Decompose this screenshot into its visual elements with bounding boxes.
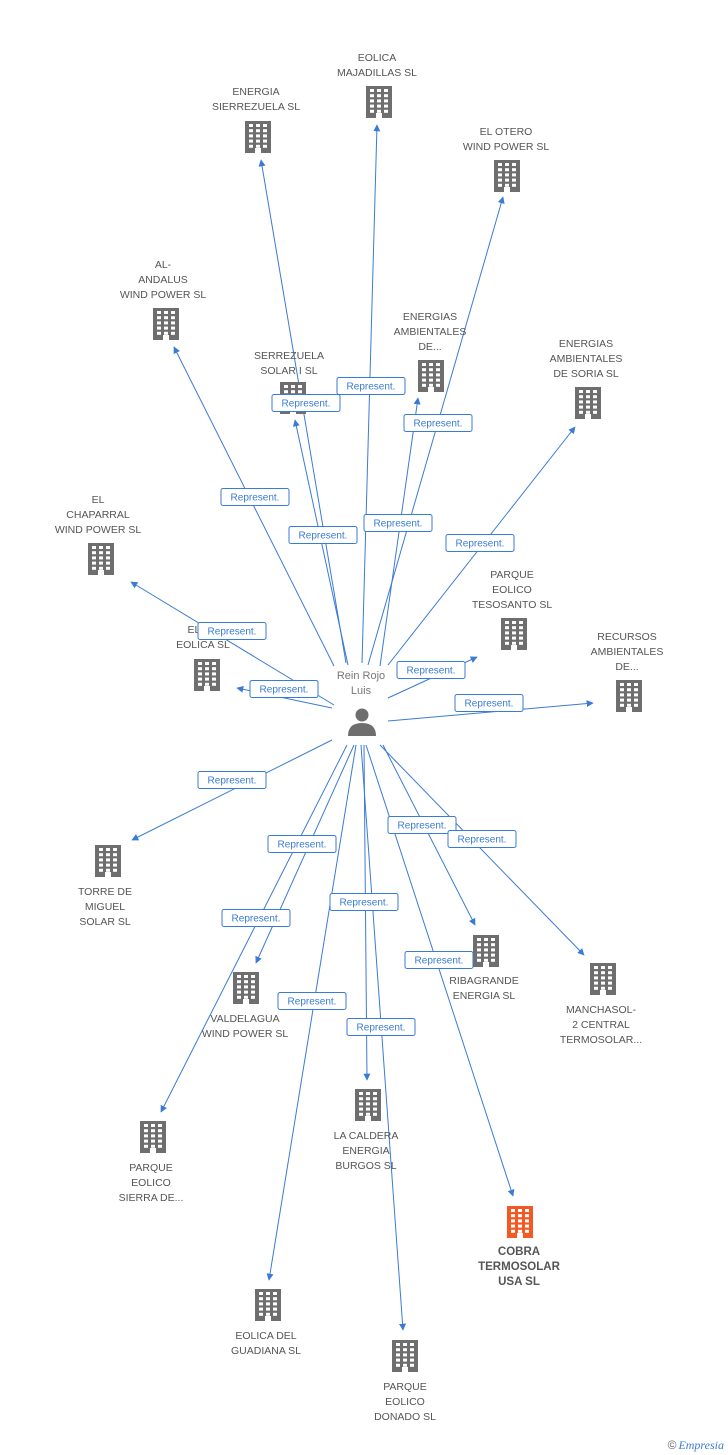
svg-text:Represent.: Represent. [278,840,327,851]
edge-torre-de-miguel [131,739,333,841]
building-icon[interactable] [473,935,499,967]
building-icon[interactable] [507,1206,533,1238]
svg-text:Represent.: Represent. [414,419,463,430]
building-icon[interactable] [590,963,616,995]
building-icon[interactable] [153,308,179,340]
building-icon[interactable] [255,1289,281,1321]
svg-text:Represent.: Represent. [232,914,281,925]
svg-text:Represent.: Represent. [282,399,331,410]
edge-label-energia-sierrezuela[interactable]: Represent. [271,394,341,412]
building-icon[interactable] [366,86,392,118]
edge-label-ribagrande[interactable]: Represent. [387,816,457,834]
person-icon [348,708,376,736]
svg-text:Represent.: Represent. [357,1023,406,1034]
building-icon[interactable] [616,680,642,712]
edge-label-torre-de-miguel[interactable]: Represent. [197,771,267,789]
building-icon[interactable] [575,387,601,419]
edge-label-al-andalus[interactable]: Represent. [220,488,290,506]
edge-label-valdelagua[interactable]: Represent. [221,909,291,927]
edge-label-energias-ambientales-de[interactable]: Represent. [363,514,433,532]
edge-valdelagua [255,744,355,964]
svg-text:Represent.: Represent. [398,821,447,832]
svg-text:Represent.: Represent. [465,699,514,710]
svg-text:Represent.: Represent. [231,493,280,504]
edge-label-la-caldera[interactable]: Represent. [346,1018,416,1036]
svg-text:Represent.: Represent. [374,519,423,530]
svg-text:Represent.: Represent. [347,382,396,393]
edge-ribagrande [382,744,476,926]
svg-text:Represent.: Represent. [288,997,337,1008]
building-icon[interactable] [501,618,527,650]
building-icon[interactable] [194,659,220,691]
edge-label-eolica-guadiana[interactable]: Represent. [277,992,347,1010]
edge-label-manchasol[interactable]: Represent. [447,830,517,848]
edge-label-eolica-majadillas[interactable]: Represent. [336,377,406,395]
svg-text:Represent.: Represent. [340,898,389,909]
building-icon[interactable] [140,1121,166,1153]
edge-parque-eolico-sierra [160,744,348,1113]
edge-al-andalus [173,346,335,667]
edge-parque-eolico-donado [360,744,407,1331]
building-icon[interactable] [95,845,121,877]
edge-manchasol [379,744,585,956]
svg-text:Represent.: Represent. [458,835,507,846]
edge-label-parque-eolico-donado[interactable]: Represent. [329,893,399,911]
edge-label-el-chaparral[interactable]: Represent. [197,622,267,640]
edge-label-parque-eolico-sierra[interactable]: Represent. [267,835,337,853]
svg-text:Represent.: Represent. [208,627,257,638]
svg-text:Represent.: Represent. [260,685,309,696]
edge-label-recursos-ambientales[interactable]: Represent. [454,694,524,712]
svg-text:Represent.: Represent. [299,531,348,542]
edge-label-cobra-termosolar[interactable]: Represent. [404,951,474,969]
svg-text:Represent.: Represent. [415,956,464,967]
building-icon[interactable] [355,1089,381,1121]
edge-label-serrezuela-solar[interactable]: Represent. [288,526,358,544]
edge-eolica-guadiana [266,744,357,1281]
edge-label-energias-ambientales-soria[interactable]: Represent. [445,534,515,552]
building-icon[interactable] [494,160,520,192]
copyright-symbol: © [667,1438,677,1452]
building-icon[interactable] [245,121,271,153]
svg-text:Represent.: Represent. [208,776,257,787]
building-icon[interactable] [233,972,259,1004]
building-icon[interactable] [392,1340,418,1372]
footer-brand[interactable]: ©Empresia [668,1438,724,1453]
svg-text:Represent.: Represent. [456,539,505,550]
building-icon[interactable] [88,543,114,575]
brand-name: Empresia [678,1438,724,1452]
edge-label-el-romeral-eolica[interactable]: Represent. [249,680,319,698]
edge-label-el-otero[interactable]: Represent. [403,414,473,432]
building-icon[interactable] [418,360,444,392]
edge-label-parque-eolico-tesosanto[interactable]: Represent. [396,661,466,679]
svg-text:Represent.: Represent. [407,666,456,677]
